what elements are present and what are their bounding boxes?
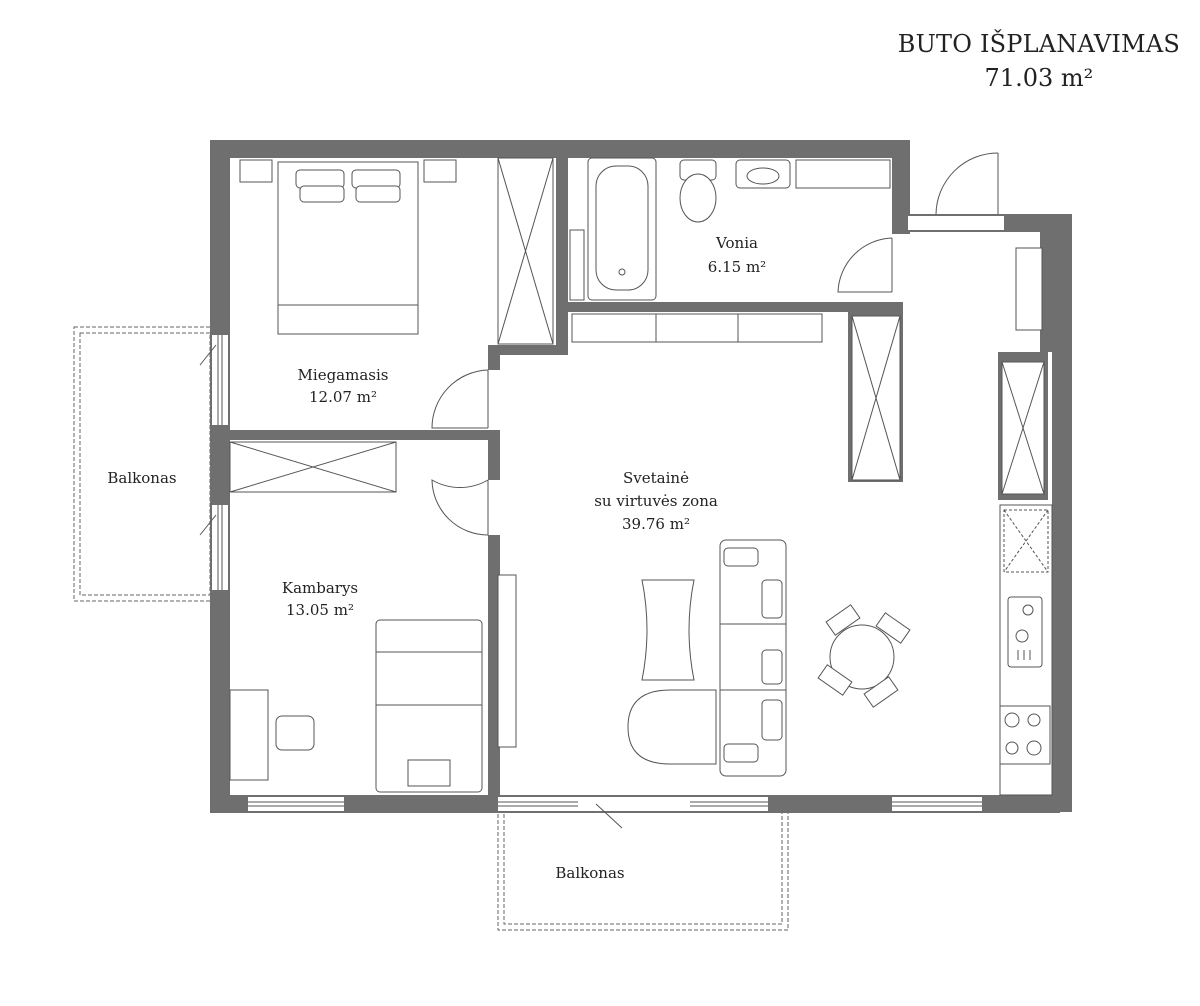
room-area: 13.05 m²	[286, 601, 354, 619]
living-name: Svetainė	[623, 469, 689, 487]
bathroom-fixtures	[569, 157, 891, 301]
living-furniture	[497, 247, 1053, 796]
balcony-bottom	[497, 811, 789, 931]
balcony-left-name: Balkonas	[107, 469, 176, 487]
bedroom-area: 12.07 m²	[309, 388, 377, 406]
doors	[431, 152, 999, 536]
balcony-left	[73, 326, 213, 602]
room-name: Kambarys	[282, 579, 358, 597]
plan-total-area: 71.03 m²	[984, 64, 1094, 92]
balcony-bottom-name: Balkonas	[555, 864, 624, 882]
bath-area: 6.15 m²	[708, 258, 766, 276]
bedroom-name: Miegamasis	[298, 366, 389, 384]
living-area: 39.76 m²	[622, 515, 690, 533]
living-subtitle: su virtuvės zona	[594, 492, 718, 510]
room-labels: Miegamasis 12.07 m² Kambarys 13.05 m² Vo…	[107, 234, 766, 882]
plan-header: BUTO IŠPLANAVIMAS 71.03 m²	[898, 30, 1180, 92]
room-furniture	[229, 441, 483, 793]
bath-name: Vonia	[715, 234, 758, 252]
windows	[199, 335, 982, 829]
bedroom-furniture	[239, 157, 554, 345]
plan-title: BUTO IŠPLANAVIMAS	[897, 30, 1180, 58]
